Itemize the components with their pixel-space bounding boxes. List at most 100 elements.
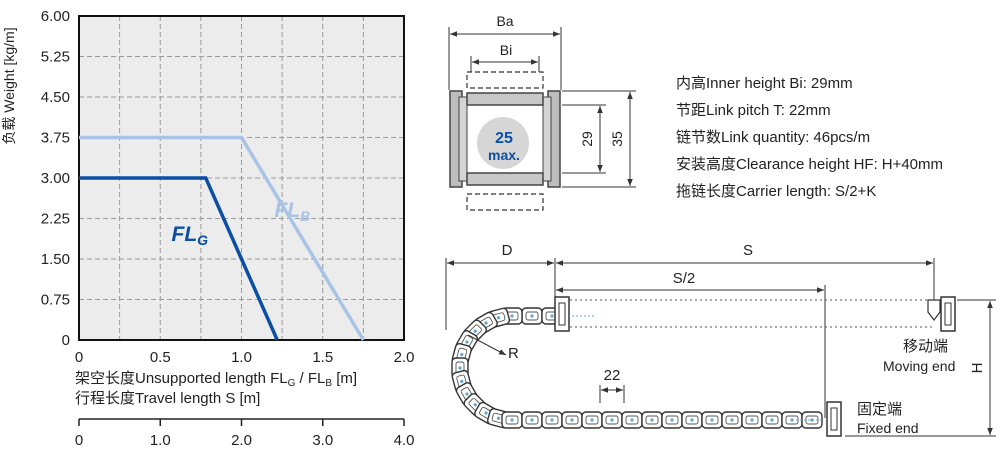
- chain-link-pin: [458, 366, 462, 370]
- chain-link-bend: [501, 411, 523, 429]
- chain-link-pin: [473, 329, 477, 333]
- bi-label: Bi: [500, 42, 512, 58]
- spec-value: 46pcs/m: [813, 129, 871, 146]
- spec-label: 拖链长度Carrier length:: [676, 183, 832, 200]
- chain-link-pin: [473, 403, 477, 407]
- fixed-end-bracket-inner: [830, 407, 838, 431]
- spec-link-quantity: 链节数Link quantity:46pcs/m: [676, 130, 870, 145]
- fixed-end-en: Fixed end: [857, 420, 918, 436]
- chain-link-lower: [601, 411, 623, 429]
- chain-link-pin: [590, 418, 594, 422]
- chain-link-lower: [621, 411, 643, 429]
- spec-label: 内高Inner height Bi:: [676, 75, 807, 92]
- y-tick-label: 4.50: [41, 89, 70, 106]
- dim29-label: 29: [579, 131, 595, 147]
- chain-link-lower: [541, 411, 563, 429]
- chain-link-window: [585, 415, 599, 425]
- chain-link-pin: [710, 418, 714, 422]
- chain-link-lower: [661, 411, 683, 429]
- s-half-label: S/2: [673, 270, 696, 287]
- bottom-cover-dashed: [466, 193, 544, 211]
- max-diameter-bubble: [477, 117, 529, 169]
- cross-section-diagram: Ba Bi 25 max. 29 35: [448, 13, 636, 211]
- chain-link-pin: [630, 418, 634, 422]
- spec-link-pitch: 节距Link pitch T:22mm: [676, 103, 831, 118]
- chain-link-pin: [530, 314, 534, 318]
- chain-link-lower: [681, 411, 703, 429]
- moving-end-bracket-inner: [944, 302, 952, 326]
- y-tick-label: 2.25: [41, 211, 70, 228]
- chain-link-upper: [521, 307, 543, 325]
- dim35-label: 35: [609, 131, 625, 147]
- d-label: D: [502, 242, 513, 259]
- moving-end-cn: 移动端: [903, 338, 948, 355]
- chain-link-window: [725, 415, 739, 425]
- left-side-inner: [458, 96, 468, 182]
- chain-link-lower: [581, 411, 603, 429]
- chain-link-pin: [650, 418, 654, 422]
- chain-link-pin: [465, 392, 469, 396]
- chain-link-window: [565, 415, 579, 425]
- chain-link-pin: [484, 321, 488, 325]
- chain-link-pin: [510, 314, 514, 318]
- travel-axis-tick-label: 3.0: [312, 432, 333, 449]
- chain-link-pin: [496, 416, 501, 420]
- x-tick-label: 1.0: [231, 349, 252, 366]
- y-tick-label: 0: [62, 332, 70, 349]
- chain-link-window: [545, 415, 559, 425]
- chain-link-window: [525, 415, 539, 425]
- spec-clearance-height: 安装高度Clearance height HF:H+40mm: [676, 157, 943, 172]
- chain-link-pin: [690, 418, 694, 422]
- fixed-end-cn: 固定端: [857, 401, 902, 418]
- chain-link-window: [705, 415, 719, 425]
- chain-link-pin: [610, 418, 614, 422]
- chain-link-window: [645, 415, 659, 425]
- x-tick-label: 0.5: [150, 349, 171, 366]
- installation-diagram: D S S/2 R 22 H 移动端 Moving: [445, 242, 996, 437]
- spec-value: S/2+K: [835, 183, 877, 200]
- y-tick-label: 5.25: [41, 49, 70, 66]
- spec-value: H+40mm: [881, 156, 944, 173]
- chain-link-lower: [781, 411, 803, 429]
- chain-link-window: [685, 415, 699, 425]
- chain-link-lower: [761, 411, 783, 429]
- top-cover-dashed: [466, 71, 544, 89]
- moving-end-link: [927, 299, 941, 321]
- y-tick-label: 3.00: [41, 170, 70, 187]
- chain-link-pin: [496, 316, 501, 320]
- chain-link-window: [665, 415, 679, 425]
- bottom-crossbar: [466, 172, 544, 186]
- chain-link-pin: [460, 352, 464, 357]
- travel-axis-tick-label: 1.0: [150, 432, 171, 449]
- series-line-flg: [79, 176, 279, 341]
- chain-link-window: [525, 311, 539, 321]
- x-axis-label: 架空长度Unsupported length FLG / FLB [m]: [75, 370, 357, 389]
- y-axis-label: 负载 Weight [kg/m]: [1, 27, 17, 144]
- spec-inner-height: 内高Inner height Bi:29mm: [676, 76, 853, 91]
- ba-label: Ba: [496, 13, 513, 29]
- chain-link-pin: [550, 314, 554, 318]
- right-side-inner: [542, 96, 552, 182]
- bubble-value: 25: [495, 130, 513, 147]
- chain-link-lower: [741, 411, 763, 429]
- x-tick-label: 1.5: [312, 349, 333, 366]
- chain-link-pin: [670, 418, 674, 422]
- chain-link-lower: [561, 411, 583, 429]
- spec-label: 安装高度Clearance height HF:: [676, 156, 878, 173]
- series-line-flb: [79, 135, 365, 341]
- chain-link-pin: [550, 418, 554, 422]
- moving-end-en: Moving end: [883, 358, 955, 374]
- y-tick-labels: 6.005.254.503.753.002.251.500.750: [41, 8, 70, 349]
- series-label-flb: FLB: [274, 199, 310, 224]
- y-tick-label: 0.75: [41, 292, 70, 309]
- spec-carrier-length: 拖链长度Carrier length:S/2+K: [676, 184, 876, 199]
- travel-axis-tick-label: 2.0: [231, 432, 252, 449]
- x-tick-label: 2.0: [394, 349, 415, 366]
- spec-value: 29mm: [810, 75, 853, 92]
- radius-arrow: [467, 334, 507, 356]
- chain-link-pin: [465, 340, 469, 344]
- y-tick-label: 6.00: [41, 8, 70, 25]
